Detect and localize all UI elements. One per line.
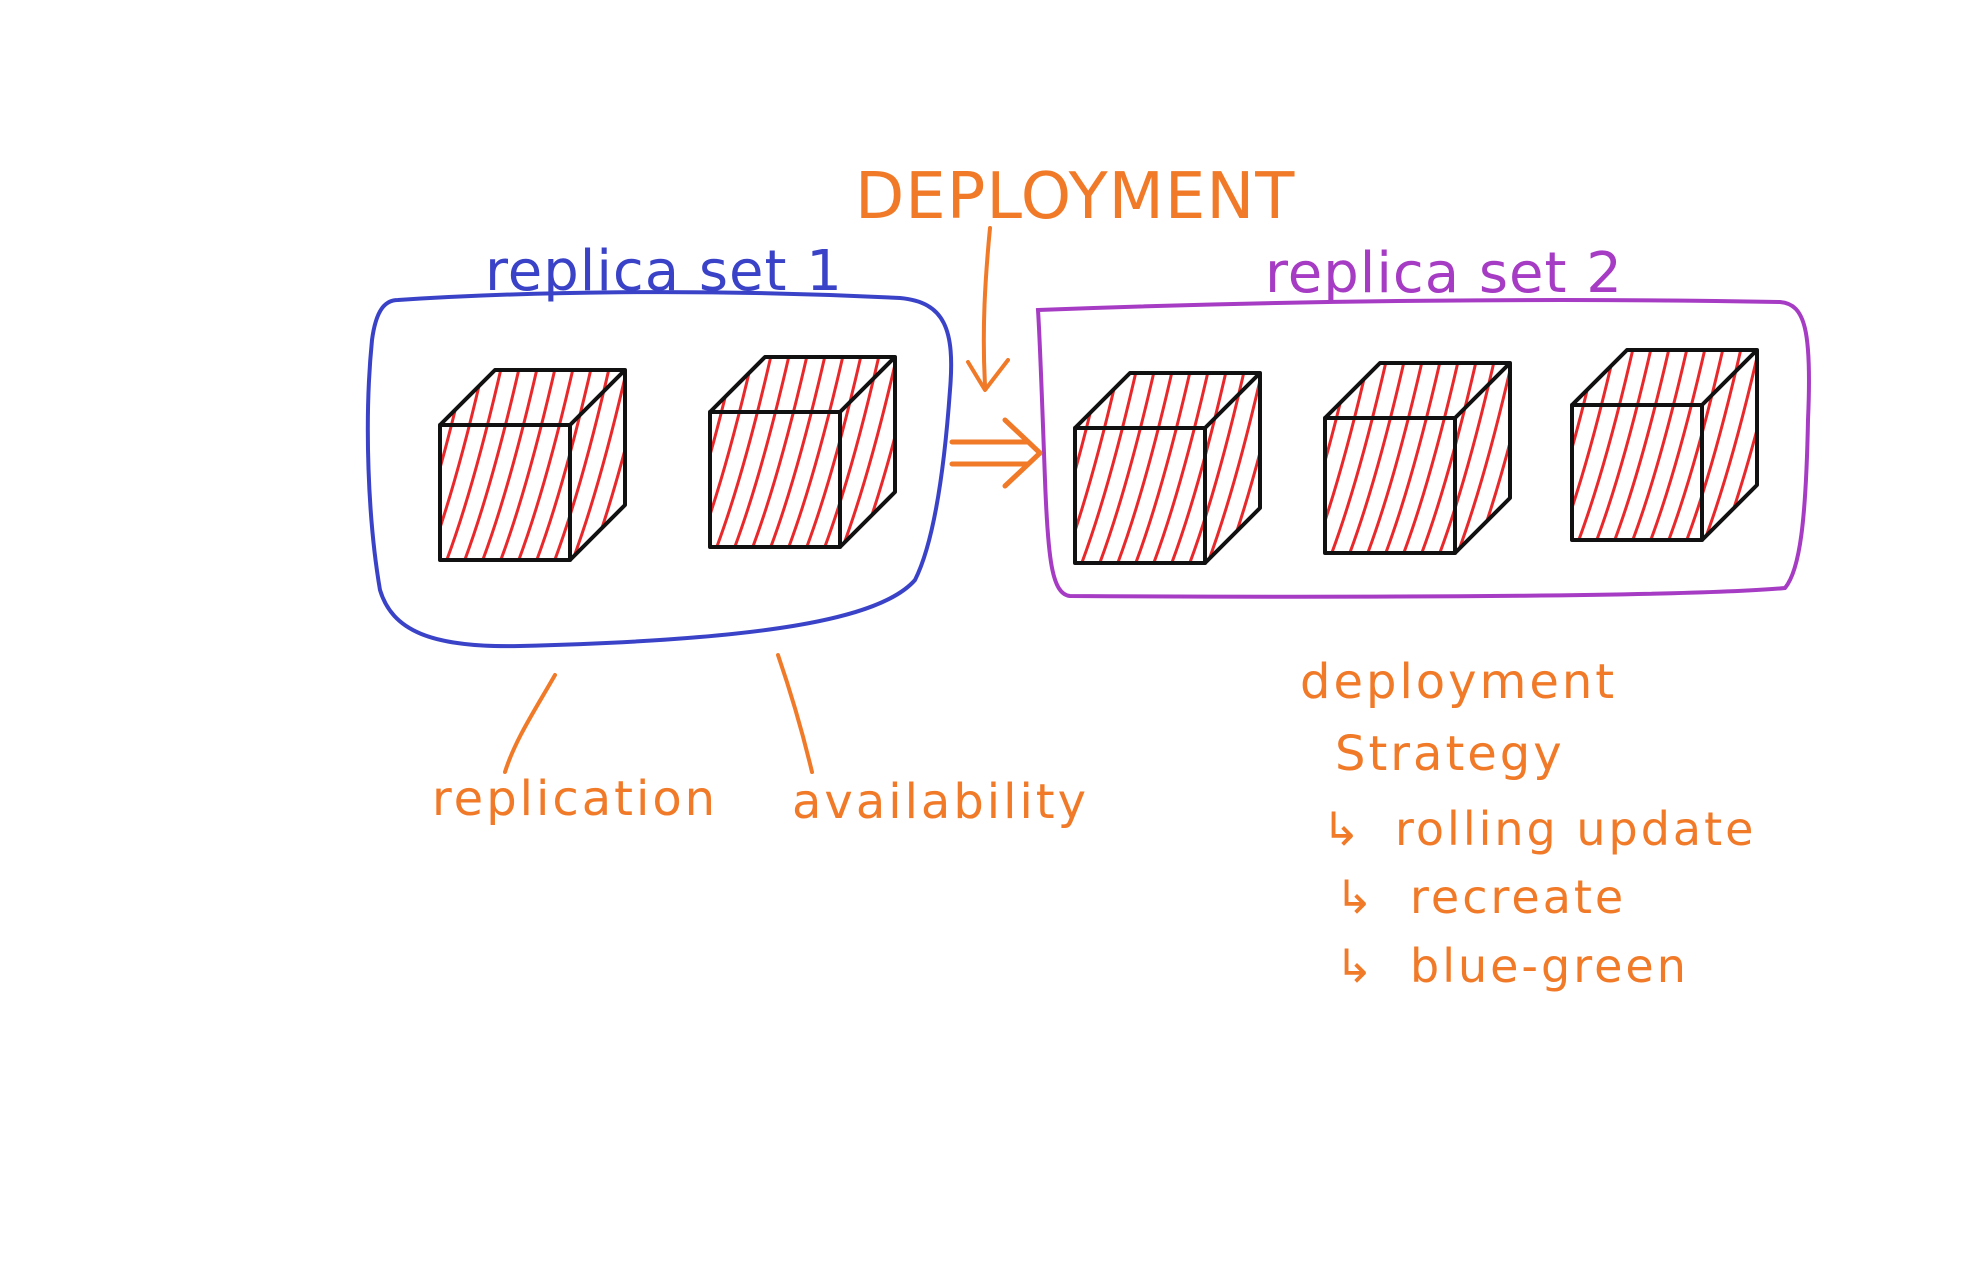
pod-hatching [440, 370, 625, 560]
pod-side-face [1700, 350, 1759, 542]
deployment-title: DEPLOYMENT [855, 160, 1295, 234]
pod-top-face [1323, 361, 1512, 420]
replica-set-2-box [1035, 298, 1812, 599]
replication-pointer [503, 673, 557, 774]
availability-pointer [776, 653, 814, 774]
pod-cube-set2-1 [1073, 371, 1262, 565]
strategy-heading-line2: Strategy [1335, 726, 1565, 782]
strategy-item-label: blue-green [1410, 939, 1689, 993]
strategy-item-recreate: ↳ recreate [1335, 870, 1626, 924]
pod-cube-set1-1 [438, 368, 627, 562]
pod-side-face [1203, 373, 1262, 565]
replica-set-1-box [365, 290, 954, 649]
replication-note: replication [432, 771, 718, 827]
pod-top-face [708, 355, 897, 414]
strategy-arrow-icon: ↳ [1335, 939, 1377, 993]
strategy-item-label: rolling update [1395, 802, 1756, 856]
pod-top-face [1073, 371, 1262, 430]
replica-set-2-label: replica set 2 [1265, 241, 1623, 306]
pod-hatching [1075, 373, 1260, 563]
strategy-heading-line1: deployment [1300, 654, 1617, 710]
strategy-item-rolling-update: ↳ rolling update [1322, 802, 1756, 856]
pod-side-face [1453, 363, 1512, 555]
deployment-down-arrow [981, 226, 992, 387]
transition-arrow [949, 417, 1043, 489]
availability-note: availability [792, 774, 1089, 830]
deployment-down-arrowhead [966, 358, 1010, 392]
pod-top-face [1570, 348, 1759, 407]
strategy-arrow-icon: ↳ [1335, 870, 1377, 924]
pods-layer [438, 348, 1759, 565]
strategy-item-blue-green: ↳ blue-green [1335, 939, 1689, 993]
pod-side-face [838, 357, 897, 549]
strategy-item-label: recreate [1410, 870, 1626, 924]
pod-top-face [438, 368, 627, 427]
pod-side-face [568, 370, 627, 562]
strategy-arrow-icon: ↳ [1322, 802, 1364, 856]
